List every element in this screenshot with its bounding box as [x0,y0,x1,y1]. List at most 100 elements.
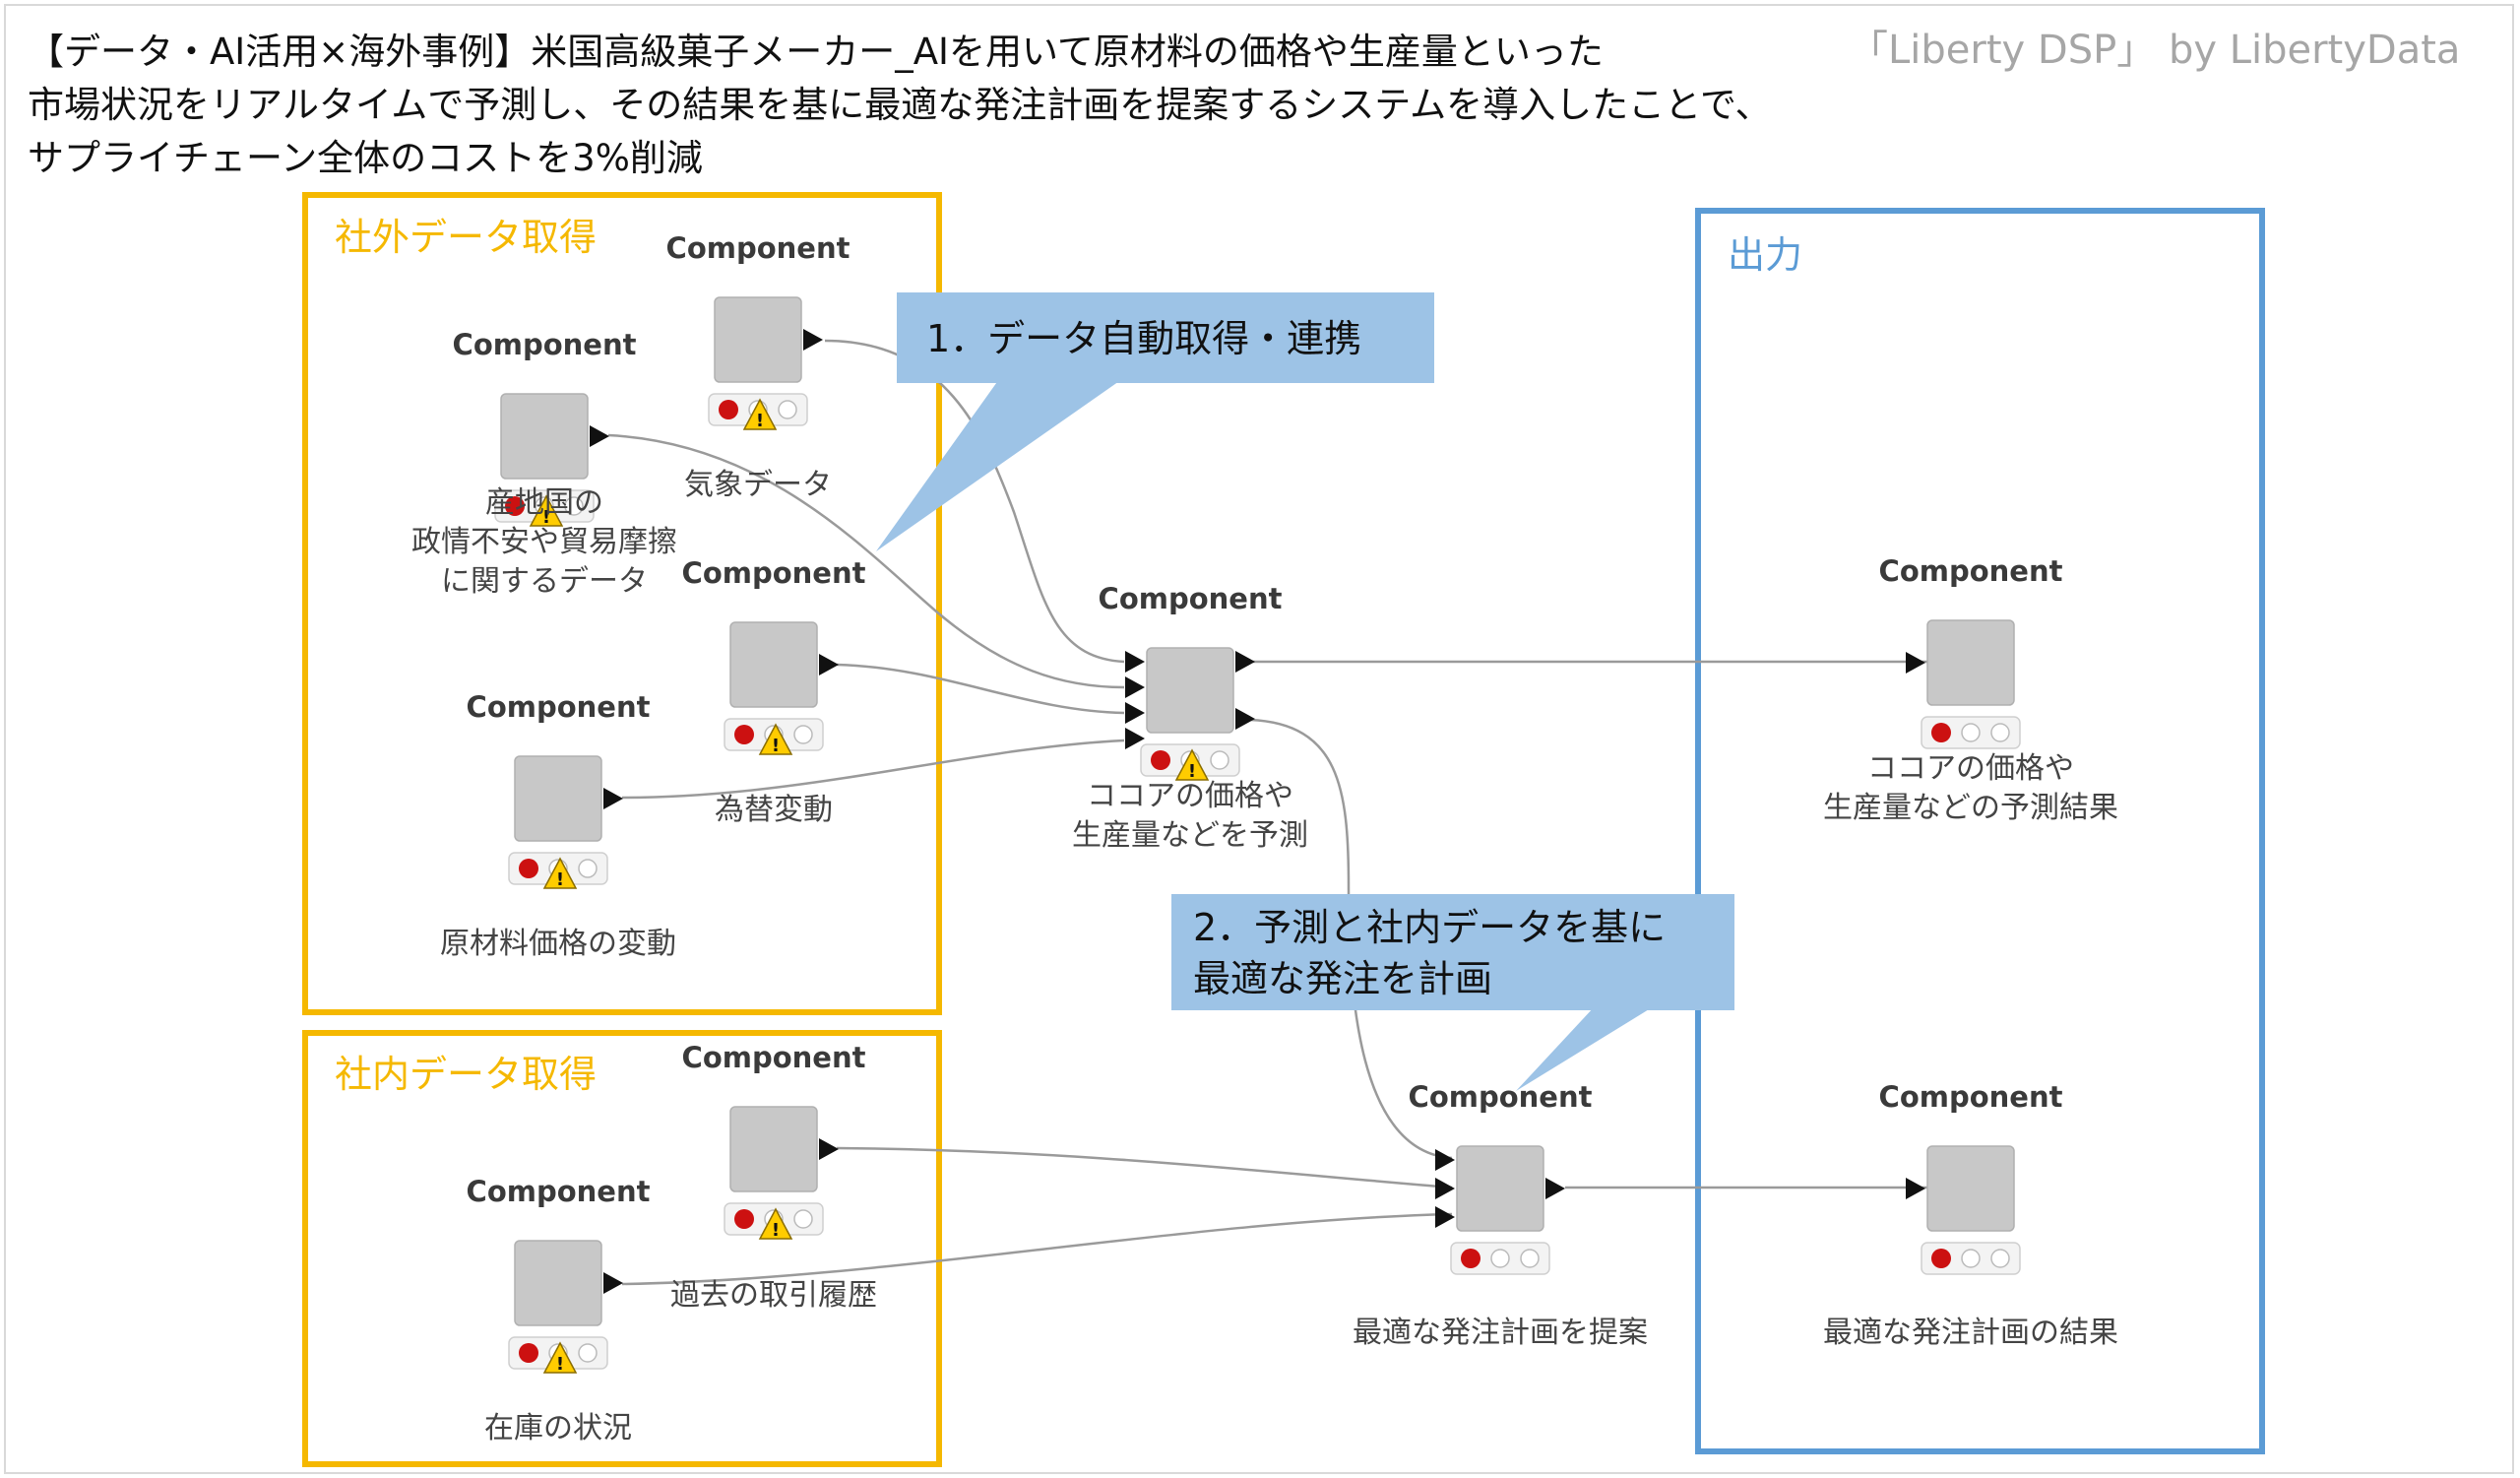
component-label: 原材料価格の変動 [440,927,676,961]
status-red-light [519,859,538,878]
warning-icon-mark: ! [756,411,764,431]
status-green-light [564,496,584,516]
component-title: Component [682,556,866,590]
status-red-light [1931,1249,1951,1268]
component-title: Component [682,1041,866,1074]
internal-data-group [302,1030,942,1467]
component-label: ココアの価格や [1087,779,1293,813]
component-history[interactable]: Component!過去の取引履歴 [670,1041,877,1313]
output-port-arrow[interactable] [1545,1178,1565,1199]
warning-icon-mark: ! [772,1220,780,1241]
brand-credit: 「Liberty DSP」 by LibertyData [1849,28,2461,73]
status-yellow-light [1490,1249,1510,1268]
connection-political-to-predict [607,433,1125,689]
status-green-light [1990,1249,2010,1268]
connection-history-to-plan [836,1146,1453,1189]
input-port-arrow[interactable] [1435,1178,1455,1199]
node-box[interactable] [514,755,602,842]
external-data-group [302,192,942,1015]
input-port-arrow[interactable] [1435,1206,1455,1228]
warning-icon [542,1341,578,1374]
node-box[interactable] [729,621,818,708]
input-port-arrow[interactable] [1125,702,1145,724]
page-title: 【データ・AI活用×海外事例】米国高級菓子メーカー_AIを用いて原材料の価格や生… [28,31,1772,179]
component-label: 産地国の [485,485,603,520]
component-label: 生産量などを予測 [1072,818,1308,853]
output-port-arrow[interactable] [819,1138,839,1160]
callout-step2-line2: 最適な発注を計画 [1193,957,1492,1000]
warning-icon [542,857,578,889]
status-red-light [734,1209,754,1229]
warning-icon [758,1207,793,1240]
warning-icon [742,398,778,430]
connection-raw-price-to-predict [621,739,1125,800]
output-port-arrow[interactable] [1235,651,1255,673]
output-port-arrow[interactable] [1235,708,1255,730]
component-fx[interactable]: Component!為替変動 [682,556,866,827]
node-box[interactable] [514,1240,602,1326]
component-title: Component [453,328,637,361]
input-port-arrow[interactable] [1906,652,1925,674]
output-port-arrow[interactable] [590,425,609,447]
status-red-light [519,1343,538,1363]
status-red-light [1461,1249,1480,1268]
component-label: 最適な発注計画の結果 [1823,1316,2118,1350]
internal-data-group-label: 社内データ取得 [335,1053,597,1096]
status-green-light [1520,1249,1540,1268]
output-port-arrow[interactable] [603,1272,623,1294]
output-port-arrow[interactable] [603,788,623,809]
component-label: ココアの価格や [1867,751,2074,786]
input-port-arrow[interactable] [1906,1178,1925,1199]
component-inventory[interactable]: Component!在庫の状況 [467,1175,651,1446]
node-box[interactable] [714,296,802,383]
component-raw-price[interactable]: Component!原材料価格の変動 [440,690,676,961]
component-label: に関するデータ [441,564,648,599]
component-title: Component [1099,582,1283,615]
warning-icon [758,723,793,755]
slide-border [4,4,2514,1474]
component-nodes: Component! 気象データ Component! 産地国の政情不安や貿易摩擦に関… [411,231,2118,1446]
status-green-light [1210,750,1229,770]
connection-inventory-to-plan [621,1212,1453,1286]
callout-step2-line1: 2．予測と社内データを基に [1193,906,1666,949]
status-yellow-light [1961,1249,1981,1268]
status-red-light [1151,750,1170,770]
component-title: Component [467,690,651,724]
callout-step2: 2．予測と社内データを基に 最適な発注を計画 [1171,894,1734,1091]
warning-icon-mark: ! [556,1354,564,1375]
status-red-light [1931,723,1951,742]
component-title: Component [467,1175,651,1208]
component-title: Component [1409,1080,1593,1114]
warning-icon-mark: ! [1188,761,1196,782]
node-box[interactable] [1146,647,1234,734]
connection-fx-to-predict [836,663,1125,715]
component-label: 気象データ [684,468,832,502]
input-port-arrow[interactable] [1125,728,1145,749]
output-port-arrow[interactable] [803,329,823,351]
component-plan[interactable]: Component 最適な発注計画を提案 [1353,1080,1648,1350]
component-label: 為替変動 [715,793,833,827]
node-box[interactable] [1926,1145,2015,1232]
status-green-light [793,1209,813,1229]
output-group [1695,208,2265,1454]
input-port-arrow[interactable] [1125,676,1145,698]
node-box[interactable] [500,393,589,480]
external-data-group-label: 社外データ取得 [335,216,597,259]
node-box[interactable] [1926,619,2015,706]
input-port-arrow[interactable] [1125,651,1145,673]
component-label: 最適な発注計画を提案 [1353,1316,1648,1350]
node-box[interactable] [729,1106,818,1192]
output-group-label: 出力 [1728,233,1802,277]
component-label: 政情不安や貿易摩擦 [411,525,677,559]
callout-step1: 1．データ自動取得・連携 [876,292,1434,551]
output-port-arrow[interactable] [819,654,839,675]
node-box[interactable] [1456,1145,1544,1232]
input-port-arrow[interactable] [1435,1149,1455,1171]
component-weather[interactable]: Component!気象データ [666,231,850,502]
status-red-light [505,496,525,516]
